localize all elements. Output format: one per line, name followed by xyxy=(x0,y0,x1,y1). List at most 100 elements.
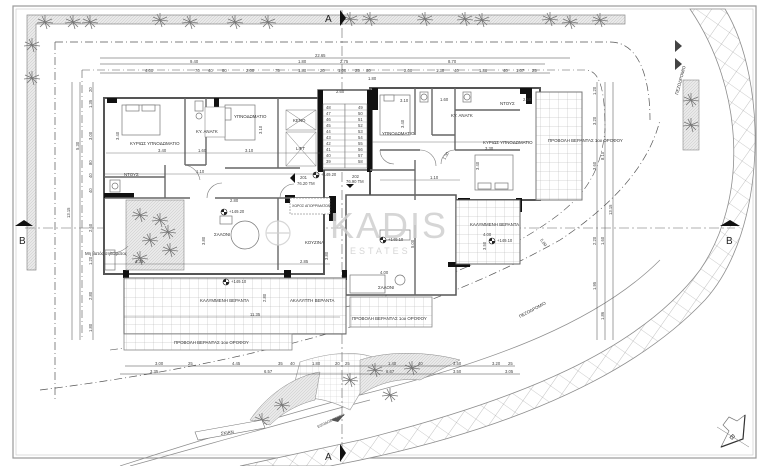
veranda-left-area xyxy=(123,277,347,335)
svg-text:1.80: 1.80 xyxy=(88,323,93,332)
planter-note: Μη βατός σηκώματος xyxy=(85,251,127,256)
svg-text:40: 40 xyxy=(88,188,93,193)
svg-text:40: 40 xyxy=(418,361,423,366)
svg-text:202: 202 xyxy=(352,174,360,179)
svg-text:2.80: 2.80 xyxy=(88,291,93,300)
svg-text:1.95: 1.95 xyxy=(592,281,597,290)
svg-text:A: A xyxy=(325,452,332,463)
svg-text:56: 56 xyxy=(358,147,363,152)
svg-text:3.00: 3.00 xyxy=(155,361,164,366)
room-living-right: ΣΑΛΟΝΙ xyxy=(378,285,394,290)
svg-text:3.50: 3.50 xyxy=(482,241,487,250)
svg-text:54: 54 xyxy=(358,135,363,140)
svg-text:2.75: 2.75 xyxy=(340,59,349,64)
room-bedroom-right: ΥΠΝΟΔΩΜΑΤΙΟ xyxy=(382,131,415,136)
left-dimensions xyxy=(71,82,94,340)
svg-text:+149.10: +149.10 xyxy=(231,279,247,284)
room-wc-right: ΝΤΟΥΣ xyxy=(500,101,515,106)
svg-text:43: 43 xyxy=(326,135,331,140)
section-marker-a-top: A xyxy=(325,10,346,26)
svg-text:8.10: 8.10 xyxy=(600,151,605,160)
svg-text:35: 35 xyxy=(278,361,283,366)
svg-text:+149.10: +149.10 xyxy=(497,238,513,243)
pedestrian-entrance-label: ΕΙΣΟΔΟΣ ΠΕΖΩΝ xyxy=(317,413,345,429)
svg-text:2.20: 2.20 xyxy=(592,236,597,245)
svg-text:1.10: 1.10 xyxy=(196,169,205,174)
svg-text:51: 51 xyxy=(358,117,363,122)
svg-text:20: 20 xyxy=(320,68,325,73)
svg-text:40: 40 xyxy=(88,173,93,178)
watermark-subtitle: ESTATES xyxy=(350,246,411,256)
svg-text:40: 40 xyxy=(290,361,295,366)
right-dimensions xyxy=(596,82,614,340)
svg-text:3.40: 3.40 xyxy=(475,161,480,170)
svg-text:3.10: 3.10 xyxy=(245,148,254,153)
room-master-bedroom-left: ΚΥΡΙΩΣ ΥΠΝΟΔΩΜΑΤΙΟ xyxy=(130,141,180,146)
svg-text:46: 46 xyxy=(326,117,331,122)
svg-text:1.80: 1.80 xyxy=(298,59,307,64)
svg-text:1.00: 1.00 xyxy=(338,68,347,73)
entrance-label: ΣΚΙΑΝ xyxy=(220,429,234,436)
furniture xyxy=(104,91,514,294)
svg-text:5.30: 5.30 xyxy=(75,141,80,150)
room-lift: LIFT xyxy=(296,146,305,151)
svg-text:40: 40 xyxy=(208,68,213,73)
svg-text:13.15: 13.15 xyxy=(66,207,71,218)
room-kitchen-left: ΚΟΥΖΙΝΑ xyxy=(305,240,324,245)
svg-text:13.15: 13.15 xyxy=(608,204,613,215)
svg-text:2.60: 2.60 xyxy=(336,89,345,94)
svg-text:76.90 TM: 76.90 TM xyxy=(346,179,364,184)
svg-text:70: 70 xyxy=(195,68,200,73)
svg-text:201: 201 xyxy=(300,175,308,180)
veranda-projection-left-area xyxy=(123,333,293,351)
section-marker-b-left: B xyxy=(15,220,33,247)
sheet-frame xyxy=(12,5,757,459)
svg-text:3.80: 3.80 xyxy=(324,251,329,260)
svg-text:41: 41 xyxy=(326,147,331,152)
svg-text:6.67: 6.67 xyxy=(386,369,395,374)
svg-text:1.07: 1.07 xyxy=(516,68,525,73)
svg-text:25: 25 xyxy=(532,68,537,73)
svg-text:2.80: 2.80 xyxy=(230,198,239,203)
svg-text:80: 80 xyxy=(366,68,371,73)
section-marker-a-bottom: A xyxy=(325,444,346,463)
svg-text:20: 20 xyxy=(335,361,340,366)
svg-text:45: 45 xyxy=(326,123,331,128)
svg-text:+149.20: +149.20 xyxy=(321,172,337,177)
svg-text:76.20 TM: 76.20 TM xyxy=(297,181,315,186)
svg-text:2.00: 2.00 xyxy=(246,68,255,73)
room-covered-veranda-right: ΚΑΛΥΜΜΕΝΗ ΒΕΡΑΝΤΑ xyxy=(470,222,519,227)
room-drying-area: ΧΩΡΟΣ ΑΠΟΡΡΙΜΑΤΩΝ xyxy=(292,204,331,208)
svg-text:11.35: 11.35 xyxy=(250,312,261,317)
svg-text:80: 80 xyxy=(222,68,227,73)
svg-text:52: 52 xyxy=(358,123,363,128)
svg-text:1.20: 1.20 xyxy=(88,256,93,265)
svg-text:55: 55 xyxy=(358,141,363,146)
svg-text:1.20: 1.20 xyxy=(592,86,597,95)
room-wc-shared-right: ΚΥ. ΑΝΑΓΚ xyxy=(451,113,473,118)
svg-text:6.57: 6.57 xyxy=(264,369,273,374)
svg-text:3.50: 3.50 xyxy=(453,361,462,366)
top-dimensions xyxy=(100,57,570,74)
room-veranda-projection-right-bottom: ΠΡΟΒΟΛΗ ΒΕΡΑΝΤΑΣ 1ου ΟΡΟΦΟΥ xyxy=(352,316,427,321)
svg-text:+149.20: +149.20 xyxy=(229,209,245,214)
svg-text:20: 20 xyxy=(88,87,93,92)
svg-text:1.30: 1.30 xyxy=(442,150,451,160)
svg-text:3.20: 3.20 xyxy=(592,116,597,125)
boundary-planter xyxy=(23,11,626,271)
svg-text:B: B xyxy=(728,433,736,441)
svg-text:1.88: 1.88 xyxy=(479,68,488,73)
svg-text:3.50: 3.50 xyxy=(453,369,462,374)
svg-text:1.80: 1.80 xyxy=(298,68,307,73)
svg-text:A: A xyxy=(325,14,332,25)
svg-text:25: 25 xyxy=(508,361,513,366)
courtyard-planter xyxy=(125,199,185,271)
room-bedroom-left: ΥΠΝΟΔΩΜΑΤΙΟ xyxy=(234,114,267,119)
svg-text:3.30: 3.30 xyxy=(485,146,494,151)
svg-text:48: 48 xyxy=(326,105,331,110)
svg-text:40: 40 xyxy=(326,153,331,158)
covered-veranda-right-area xyxy=(455,199,521,265)
svg-text:3.20: 3.20 xyxy=(492,361,501,366)
svg-text:50: 50 xyxy=(358,111,363,116)
shafts xyxy=(204,106,317,167)
